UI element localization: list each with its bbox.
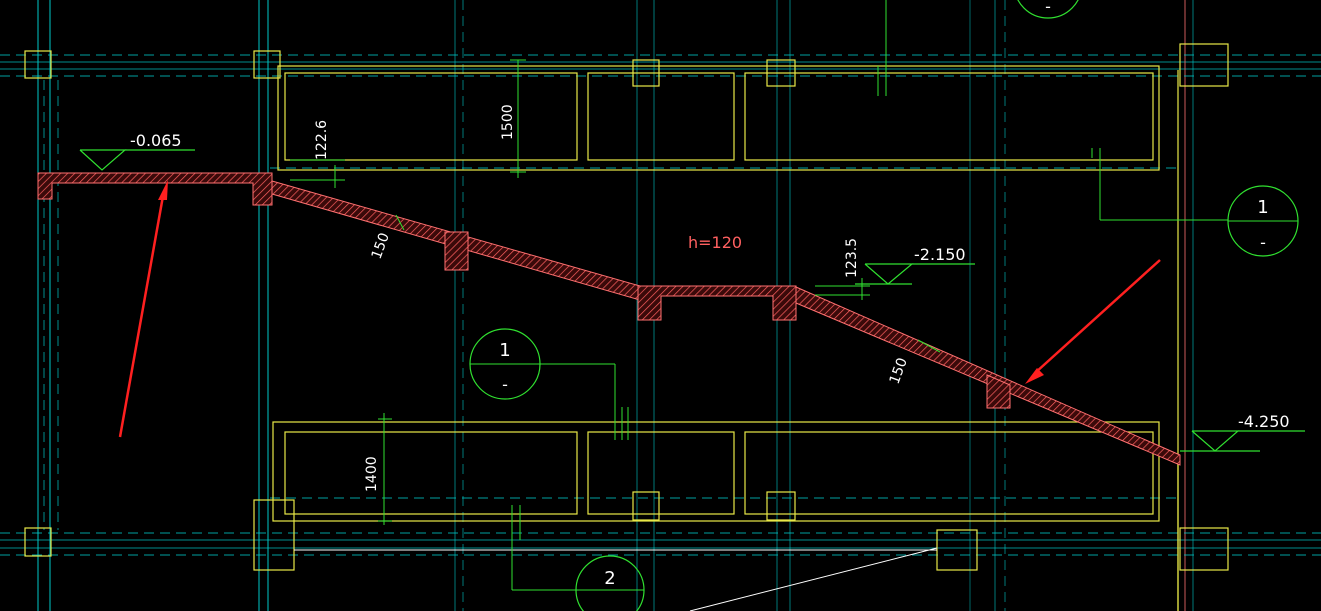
section-number-bottom: 2: [604, 568, 615, 589]
section-number-right: 1: [1257, 197, 1268, 218]
beam-stub-1: [444, 231, 469, 271]
section-suffix-center: -: [502, 375, 508, 394]
dimension-150-upper: 150: [369, 231, 393, 262]
section-marker-center: [469, 328, 541, 400]
dimension-150-lower: 150: [887, 356, 911, 387]
elevation-label-top: -0.065: [130, 131, 182, 150]
section-marker-right: [1227, 185, 1299, 257]
wall-outlines: [272, 65, 1179, 611]
beam-stub-2: [986, 374, 1011, 409]
elevation-marker-top: [79, 149, 195, 171]
dimension-lines: [290, 59, 941, 525]
stair-section: [37, 172, 1181, 466]
section-marker-bottom: [575, 555, 645, 611]
elevation-marker-bottom: [1180, 430, 1305, 452]
landing-slab-middle: [637, 285, 797, 321]
beam-dashed-lines: [0, 54, 1321, 556]
elevation-label-bottom: -4.250: [1238, 412, 1290, 431]
column-squares: [24, 43, 1229, 571]
dimension-1400: 1400: [364, 456, 380, 492]
leader-lines: [511, 0, 1228, 591]
section-suffix-top: -: [1045, 0, 1051, 16]
landing-slab-upper: [37, 172, 273, 206]
elevation-label-middle: -2.150: [914, 245, 966, 264]
annotation-arrows: [118, 180, 1161, 438]
slab-thickness-label: h=120: [688, 233, 742, 252]
lower-white-lines: [294, 547, 938, 611]
elevation-marker-middle: [855, 263, 975, 285]
section-suffix-right: -: [1260, 233, 1266, 252]
section-number-center: 1: [499, 340, 510, 361]
dimension-123-5: 123.5: [844, 238, 860, 278]
dimension-1500: 1500: [500, 104, 516, 140]
section-marker-top: [1017, 0, 1079, 19]
dimension-122-6: 122.6: [314, 120, 330, 160]
